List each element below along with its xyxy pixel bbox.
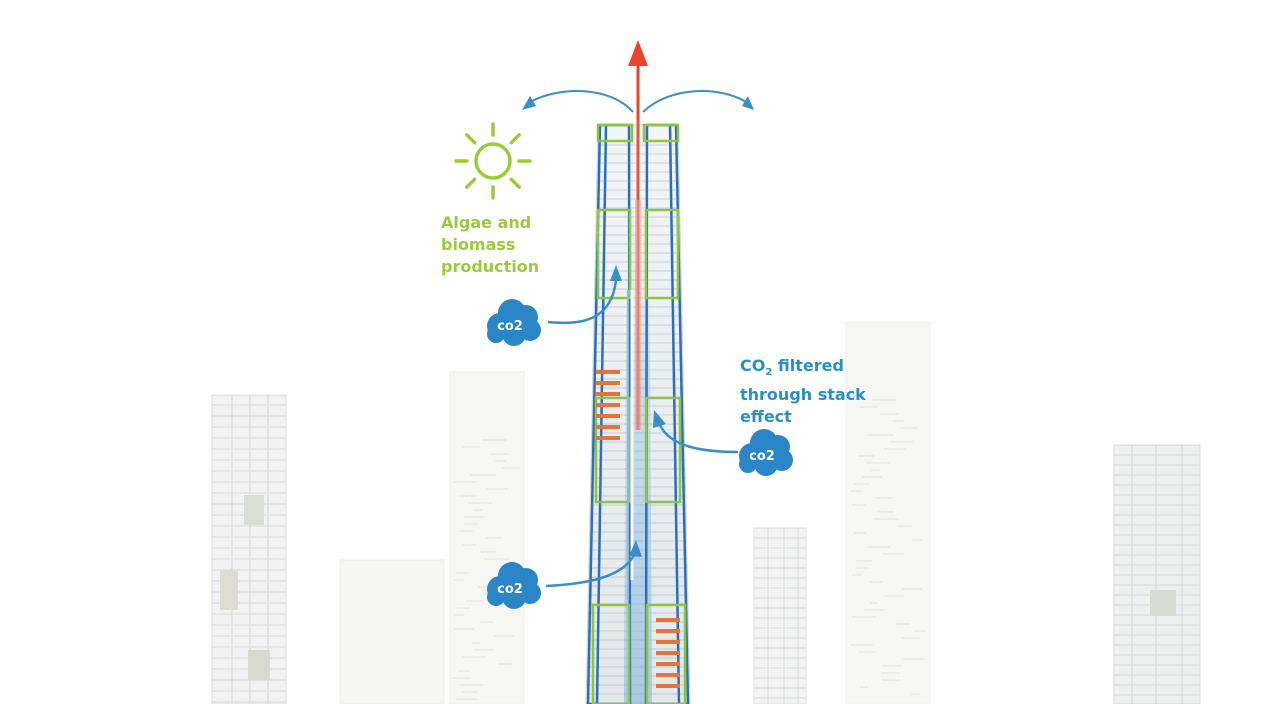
background-building-left xyxy=(211,394,287,704)
sun-ray xyxy=(509,177,521,189)
co2-filter-label-line: CO2 filtered xyxy=(740,355,866,384)
vent-bar xyxy=(656,684,680,688)
vent-bar xyxy=(656,618,680,622)
co2-filter-label-line: through stack xyxy=(740,385,866,405)
algae-panels xyxy=(591,123,687,704)
sun-ray xyxy=(509,133,521,145)
background-buildings xyxy=(211,321,1201,704)
algae-label: Algae and biomass production xyxy=(441,212,539,278)
co2-filter-text: filtered xyxy=(772,356,844,375)
algae-label-line: production xyxy=(441,257,540,276)
vent-bar xyxy=(596,425,620,429)
airflow-arrows xyxy=(522,40,754,600)
background-building-far-right xyxy=(1113,444,1201,704)
background-building-tall-right xyxy=(845,321,931,704)
background-building-mid-left xyxy=(449,371,525,704)
co2-filter-label: CO2 filtered through stack effect xyxy=(740,355,866,428)
co2-text: CO xyxy=(740,356,766,375)
sun-ray xyxy=(465,177,477,189)
vent-bar xyxy=(596,403,620,407)
vent-bar xyxy=(656,662,680,666)
algae-label-line: biomass xyxy=(441,235,516,254)
vent-bar xyxy=(596,392,620,396)
vent-bar xyxy=(596,414,620,418)
exhaust-arrow-head xyxy=(628,40,648,66)
vent-bar xyxy=(596,370,620,374)
orange-vent-bars xyxy=(596,370,680,688)
sun-icon xyxy=(454,122,532,200)
sun-ray xyxy=(465,133,477,145)
vent-bar xyxy=(656,651,680,655)
co2-cloud-label: co2 xyxy=(497,582,523,597)
co2-filter-label-line: effect xyxy=(740,407,792,427)
co2-subscript: 2 xyxy=(765,367,773,379)
vent-bar xyxy=(596,381,620,385)
algae-label-line: Algae and xyxy=(441,213,532,232)
co2-cloud-icon: co2 xyxy=(487,299,541,346)
vent-bar xyxy=(656,673,680,677)
vent-bar xyxy=(656,640,680,644)
vent-bar xyxy=(596,436,620,440)
co2-cloud-label: co2 xyxy=(749,449,775,464)
co2-cloud-label: co2 xyxy=(497,319,523,334)
co2-cloud-icon: co2 xyxy=(487,562,541,609)
background-building-mid-right xyxy=(753,527,807,704)
co2-cloud-icon: co2 xyxy=(739,429,793,476)
vent-bar xyxy=(656,629,680,633)
background-building-low-left xyxy=(339,559,445,704)
